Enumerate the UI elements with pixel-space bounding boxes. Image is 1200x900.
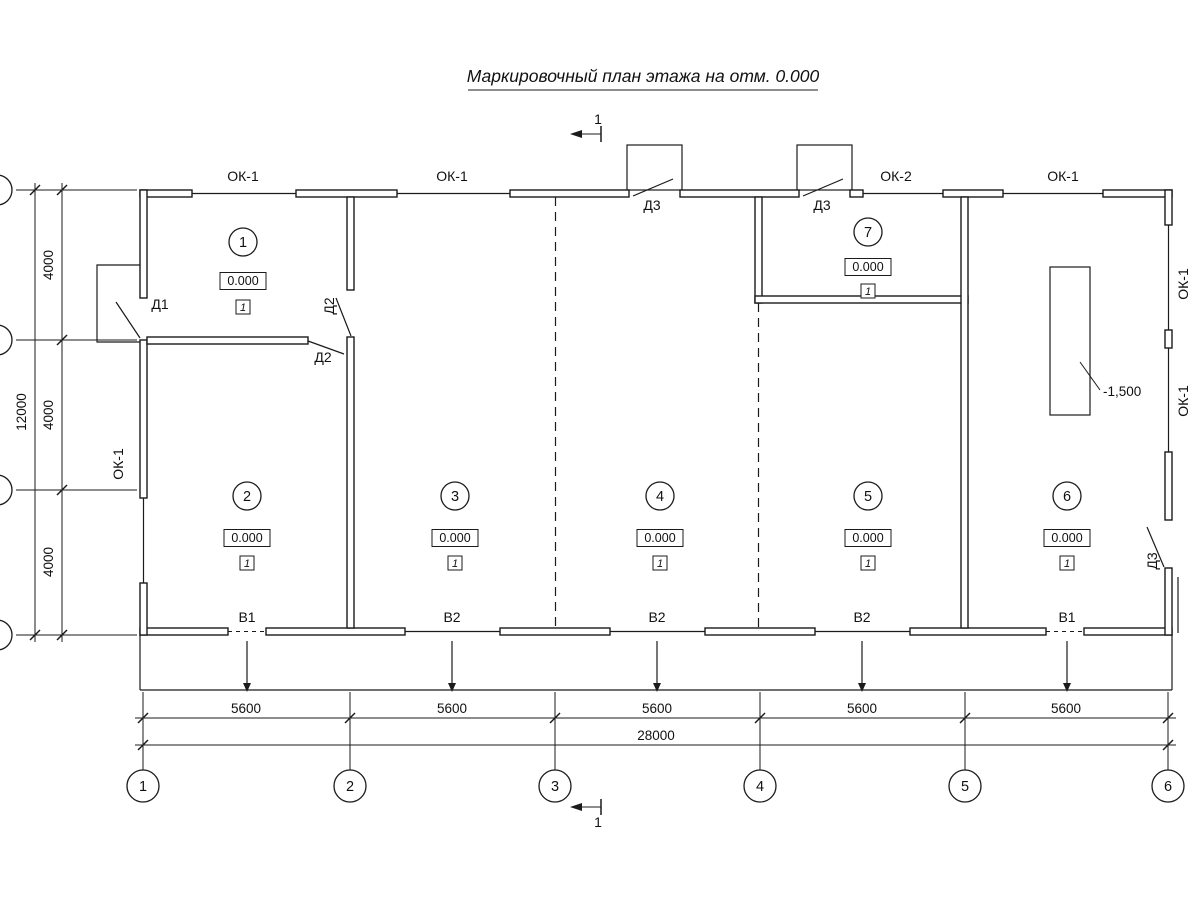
room-marker-1: 1 0.000 1: [219, 227, 267, 315]
left-porch: [96, 264, 140, 343]
floor-type: 1: [657, 558, 663, 570]
room-number: 3: [451, 489, 459, 505]
window-label-left: ОК-1: [110, 448, 126, 480]
dim-left-1: 4000: [41, 250, 56, 280]
room-marker-5: 5 0.000 1: [844, 481, 892, 571]
door-leaf-d2-partition: [307, 340, 345, 355]
room-marker-3: 3 0.000 1: [431, 481, 479, 571]
axis-label-6: 6: [1164, 779, 1172, 795]
drawing-title: Маркировочный план этажа на отм. 0.000: [467, 66, 820, 86]
axis-label-3: 3: [551, 779, 559, 795]
room-elevation: 0.000: [1051, 531, 1082, 545]
room-marker-4: 4 0.000 1: [636, 481, 684, 571]
floor-type: 1: [452, 558, 458, 570]
door-label-d1: Д1: [151, 296, 168, 312]
room-number: 6: [1063, 489, 1071, 505]
floor-type: 1: [244, 558, 250, 570]
entrance-vestibules: [626, 144, 853, 191]
axis-label-1: 1: [139, 779, 147, 795]
room-number: 5: [864, 489, 872, 505]
vent-arrows: [243, 641, 1071, 692]
vent-label: В2: [443, 609, 460, 625]
door-leaf-d3-entrance-1: [632, 178, 674, 197]
door-label-d2-partition: Д2: [314, 349, 331, 365]
room-elevation: 0.000: [644, 531, 675, 545]
door-label-d2-wall: Д2: [321, 297, 337, 314]
walls: [139, 189, 1173, 636]
bottom-dimensions: 5600 5600 5600 5600 5600 28000: [135, 692, 1176, 770]
room-markers: 1 0.000 1 7 0.000 1 2 0.000 1 3: [219, 217, 1091, 571]
door-leaf-d1: [115, 301, 141, 339]
room-elevation: 0.000: [852, 260, 883, 274]
room-elevation: 0.000: [231, 531, 262, 545]
axis-label-5: 5: [961, 779, 969, 795]
section-label-bottom: 1: [594, 814, 602, 830]
floor-type: 1: [240, 302, 246, 314]
window-label-top-2: ОК-1: [436, 168, 468, 184]
vent-label: В1: [238, 609, 255, 625]
door-leaf-d3-right: [1146, 526, 1165, 568]
door-leaf-d2-wall: [335, 297, 352, 337]
room-elevation: 0.000: [852, 531, 883, 545]
vent-label: В2: [853, 609, 870, 625]
room-marker-7: 7 0.000 1: [844, 217, 892, 299]
window-label-right-2: ОК-1: [1175, 385, 1191, 417]
room-number: 7: [864, 225, 872, 241]
vent-labels: В1 В2 В2 В2 В1: [238, 609, 1075, 625]
axis-bubbles: 1 2 3 4 5 6: [126, 769, 1185, 803]
section-label-top: 1: [594, 111, 602, 127]
door-leaf-d3-entrance-2: [802, 178, 844, 197]
room-marker-6: 6 0.000 1: [1043, 481, 1091, 571]
door-label-d3-2: Д3: [813, 197, 830, 213]
dim-left-3: 4000: [41, 547, 56, 577]
dim-bottom-4: 5600: [847, 701, 877, 716]
dim-left-total: 12000: [14, 393, 29, 431]
axis-label-2: 2: [346, 779, 354, 795]
door-label-d3-1: Д3: [643, 197, 660, 213]
pit-elevation-label: -1,500: [1103, 384, 1141, 399]
vent-label: В2: [648, 609, 665, 625]
floor-type: 1: [865, 558, 871, 570]
window-label-right-1: ОК-1: [1175, 268, 1191, 300]
dim-left-2: 4000: [41, 400, 56, 430]
doors: [96, 178, 1179, 633]
left-dimensions: 4000 4000 4000 12000: [0, 174, 137, 651]
dim-bottom-2: 5600: [437, 701, 467, 716]
floor-type: 1: [865, 286, 871, 298]
dim-bottom-total: 28000: [637, 728, 675, 743]
room-number: 1: [239, 235, 247, 251]
windows: [142, 192, 1170, 633]
room-elevation: 0.000: [439, 531, 470, 545]
room-number: 2: [243, 489, 251, 505]
pit: -1,500: [1049, 266, 1141, 416]
section-mark-bottom: 1: [570, 799, 602, 830]
room-elevation: 0.000: [227, 274, 258, 288]
dashed-partitions: [554, 197, 760, 628]
axis-label-4: 4: [756, 779, 764, 795]
vent-label: В1: [1058, 609, 1075, 625]
opening-labels: ОК-1 ОК-1 ОК-2 ОК-1 Д3 Д3 Д1 Д2 Д2 ОК-1 …: [110, 168, 1191, 570]
dim-bottom-3: 5600: [642, 701, 672, 716]
door-label-d3-right: Д3: [1144, 552, 1160, 569]
window-label-top-4: ОК-1: [1047, 168, 1079, 184]
window-label-top-1: ОК-1: [227, 168, 259, 184]
dim-bottom-1: 5600: [231, 701, 261, 716]
foundation-strip: [139, 635, 1173, 691]
room-marker-2: 2 0.000 1: [223, 481, 271, 571]
room-number: 4: [656, 489, 664, 505]
section-mark-top: 1: [570, 111, 602, 142]
dim-bottom-5: 5600: [1051, 701, 1081, 716]
window-label-top-3: ОК-2: [880, 168, 912, 184]
floor-type: 1: [1064, 558, 1070, 570]
